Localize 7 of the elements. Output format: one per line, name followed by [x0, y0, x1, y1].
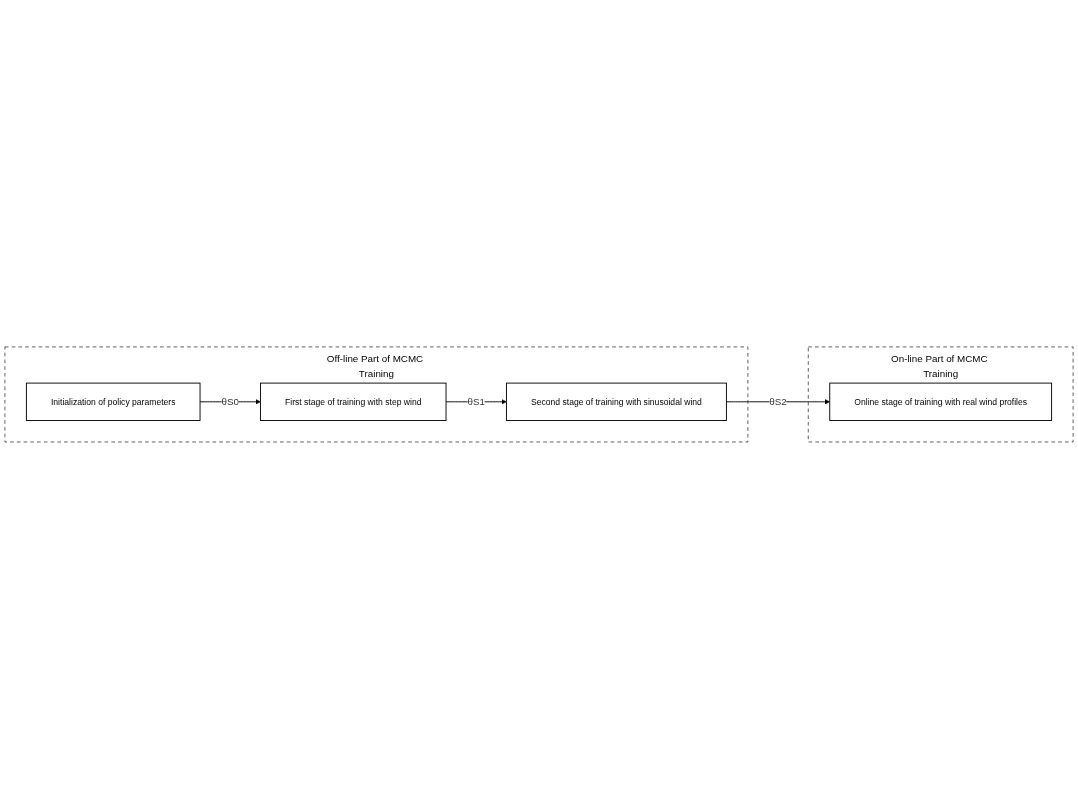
node-box: Initialization of policy parameters — [25, 382, 201, 421]
edge-label: θS0 — [221, 395, 239, 407]
node-box: First stage of training with step wind — [260, 382, 447, 421]
node-box: Online stage of training with real wind profiles — [829, 382, 1053, 421]
edge-label: θS1 — [467, 395, 485, 407]
edge-label: θS2 — [769, 395, 787, 407]
node-box: Second stage of training with sinusoidal wind — [505, 382, 727, 421]
